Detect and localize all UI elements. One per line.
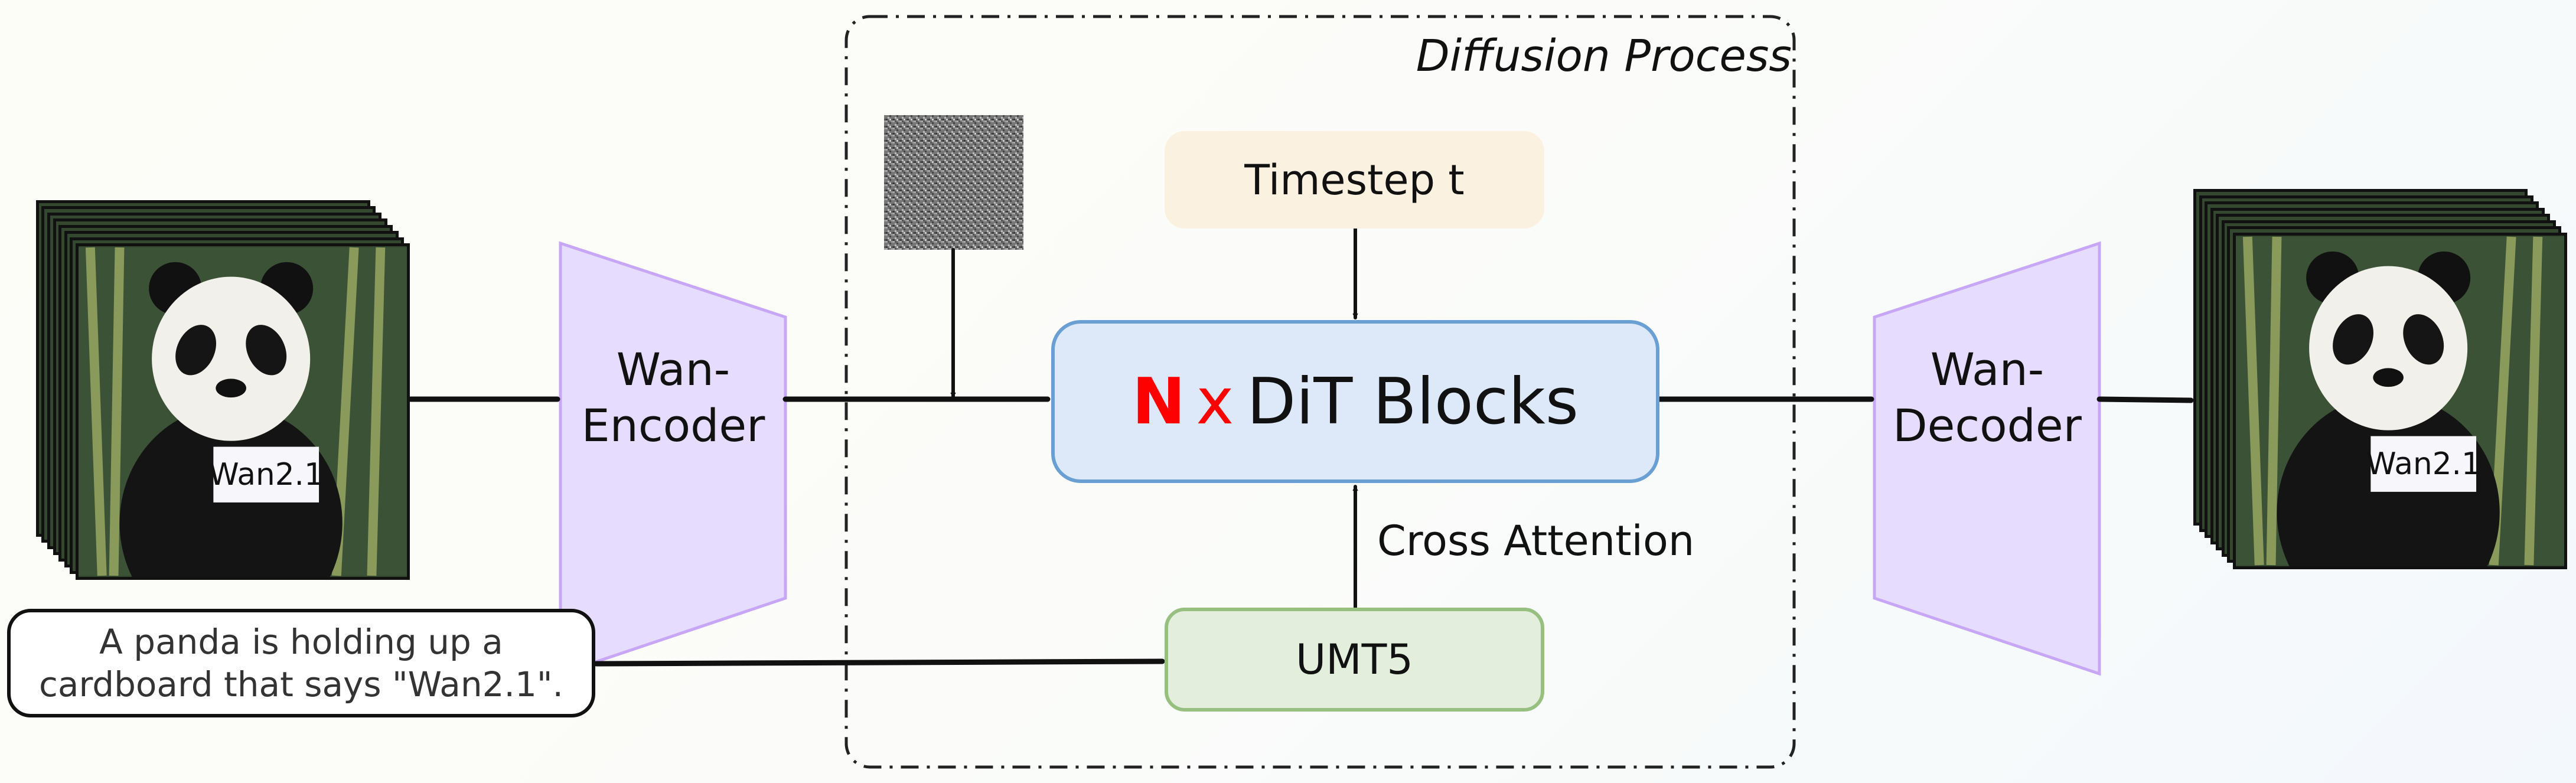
diffusion-process-title: Diffusion Process <box>1416 31 1792 81</box>
panda-frame-front <box>2233 233 2567 569</box>
panda-frame-front <box>76 243 410 580</box>
dit-label: DiT Blocks <box>1247 364 1579 439</box>
wan-decoder-shape <box>1873 241 2101 676</box>
umt5-box: UMT5 <box>1165 608 1544 712</box>
arrow-prompt-to-umt5 <box>594 658 1165 667</box>
decoder-line1: Wan- <box>1930 343 2045 396</box>
prompt-line1: A panda is holding up a <box>99 621 503 662</box>
encoder-line1: Wan- <box>616 343 731 396</box>
dit-count-n: N <box>1132 364 1186 439</box>
umt5-label: UMT5 <box>1296 635 1413 684</box>
prompt-line2: cardboard that says "Wan2.1". <box>39 664 563 704</box>
wan-encoder-label: Wan- Encoder <box>561 341 785 454</box>
timestep-label: Timestep t <box>1244 155 1465 204</box>
encoder-line2: Encoder <box>581 399 765 452</box>
noise-image <box>884 115 1023 250</box>
wan-decoder-label: Wan- Decoder <box>1875 341 2099 454</box>
diffusion-process-border <box>844 15 1796 769</box>
text-prompt-box: A panda is holding up a cardboard that s… <box>7 609 595 717</box>
cross-attention-label: Cross Attention <box>1377 517 1695 565</box>
dit-multiply: x <box>1196 364 1234 439</box>
decoder-line2: Decoder <box>1893 399 2082 452</box>
wan-encoder-shape <box>559 241 787 676</box>
timestep-box: Timestep t <box>1165 131 1544 229</box>
arrow-decoder-to-video <box>2096 396 2194 403</box>
